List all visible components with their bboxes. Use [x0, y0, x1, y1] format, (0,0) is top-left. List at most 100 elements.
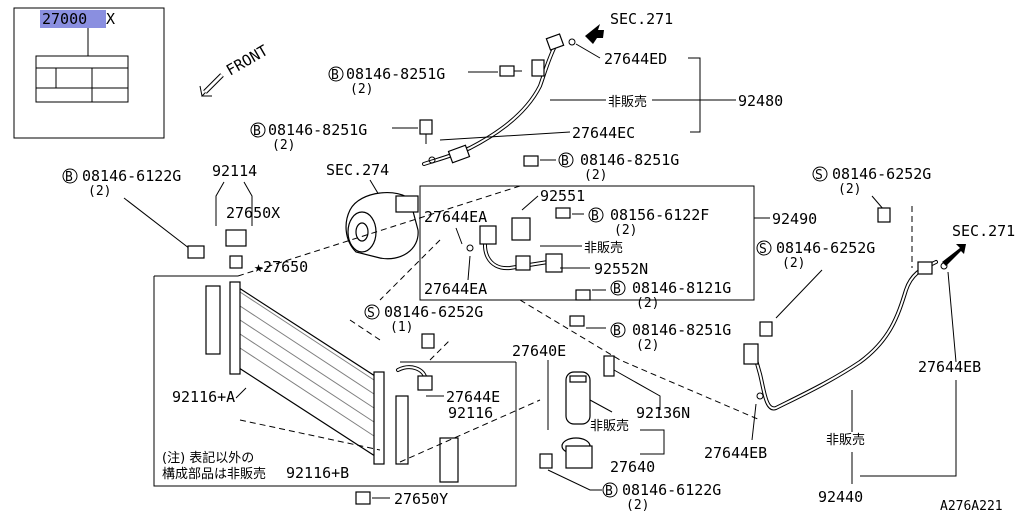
- low-pressure-pipe: [743, 260, 948, 411]
- svg-text:B: B: [561, 154, 569, 169]
- svg-text:(2): (2): [636, 338, 659, 353]
- svg-text:B: B: [605, 484, 613, 499]
- part-92116B: 92116+B: [286, 464, 349, 482]
- svg-text:(2): (2): [782, 256, 805, 271]
- bolt-b6: [569, 315, 585, 327]
- seal-92116B: [439, 437, 459, 483]
- svg-text:B: B: [253, 124, 261, 139]
- s-mark-icon: [812, 166, 828, 182]
- bolt-s3: [759, 321, 773, 337]
- callout-bolt-b4: B 08156-6122F (2): [588, 206, 709, 238]
- label-plate: [35, 55, 129, 103]
- svg-text:S: S: [759, 242, 767, 257]
- s-mark-icon: [364, 304, 380, 320]
- sec271-top-ref: SEC.271: [585, 10, 673, 44]
- svg-text:(2): (2): [838, 182, 861, 197]
- b-mark-icon: [602, 482, 618, 498]
- part-92552N: 92552N: [594, 260, 648, 278]
- bolt-b3: [523, 155, 539, 167]
- part-27644E: 27644E: [446, 388, 500, 406]
- svg-text:08146-8251G: 08146-8251G: [346, 65, 445, 83]
- callout-bolt-b3: B 08146-8251G (2): [558, 151, 679, 183]
- callout-bolt-s1: S 08146-6252G (1): [364, 303, 483, 335]
- svg-text:(2): (2): [614, 223, 637, 238]
- cap-27650X: [229, 255, 243, 269]
- not-sold-label: 非販売: [584, 240, 623, 256]
- svg-text:08146-8251G: 08146-8251G: [268, 121, 367, 139]
- sec274-ref: SEC.274: [326, 161, 389, 179]
- svg-text:(2): (2): [272, 138, 295, 153]
- svg-text:08146-6122G: 08146-6122G: [622, 481, 721, 499]
- bolt-s2: [877, 207, 891, 223]
- callout-bolt-b7: B 08146-6122G (2): [602, 481, 721, 511]
- front-indicator: FRONT: [199, 41, 271, 98]
- sec271-right-ref: SEC.271: [942, 222, 1015, 266]
- part-27644EA-1: 27644EA: [424, 208, 487, 226]
- pressure-switch: [603, 355, 615, 377]
- callout-bolt-s2: S 08146-6252G (2): [812, 165, 931, 197]
- svg-text:08146-8121G: 08146-8121G: [632, 279, 731, 297]
- callout-bolt-s3: S 08146-6252G (2): [756, 239, 875, 271]
- svg-text:08146-8251G: 08146-8251G: [580, 151, 679, 169]
- svg-text:08146-6252G: 08146-6252G: [384, 303, 483, 321]
- svg-text:SEC.271: SEC.271: [952, 222, 1015, 240]
- figure-id: A276A221: [940, 499, 1003, 511]
- note-line2: 構成部品は非販売: [162, 466, 266, 482]
- condenser: [229, 281, 385, 465]
- svg-text:(2): (2): [350, 82, 373, 97]
- part-27644EB-2: 27644EB: [704, 444, 767, 462]
- b-mark-icon: [250, 122, 266, 138]
- part-27640: 27640: [610, 458, 655, 476]
- callout-bolt-b1: B 08146-8251G (2): [328, 65, 445, 97]
- svg-text:B: B: [591, 209, 599, 224]
- part-92490: 92490: [772, 210, 817, 228]
- bolt-upper-2: [419, 119, 433, 144]
- note-line1: (注) 表記以外の: [162, 450, 254, 466]
- svg-text:08146-6252G: 08146-6252G: [776, 239, 875, 257]
- part-27650: ★27650: [254, 258, 308, 276]
- part-92136N: 92136N: [636, 404, 690, 422]
- receiver-dryer: [565, 371, 591, 425]
- b-mark-icon: [62, 168, 78, 184]
- cap-27650Y: [355, 491, 371, 505]
- seal-92116A: [205, 285, 221, 355]
- svg-text:(2): (2): [626, 498, 649, 511]
- svg-text:SEC.271: SEC.271: [610, 10, 673, 28]
- part-92116A: 92116+A: [172, 388, 235, 406]
- bolt-b8: [187, 245, 205, 259]
- front-label: FRONT: [223, 41, 271, 79]
- callout-bolt-b6: B 08146-8251G (2): [610, 321, 731, 353]
- svg-text:B: B: [613, 282, 621, 297]
- svg-text:B: B: [65, 170, 73, 185]
- bolt-b5: [575, 289, 591, 301]
- not-sold-label: 非販売: [826, 432, 865, 448]
- svg-text:S: S: [367, 306, 375, 321]
- callout-bolt-b2: B 08146-8251G (2): [250, 121, 367, 153]
- part-27650X: 27650X: [226, 204, 280, 222]
- part-92551: 92551: [540, 187, 585, 205]
- svg-text:B: B: [613, 324, 621, 339]
- bolt-b4: [555, 207, 571, 219]
- o-ring-icon: [466, 244, 474, 252]
- bolt-b7: [539, 453, 553, 469]
- o-ring-icon: [568, 38, 576, 46]
- part-27644EC: 27644EC: [572, 124, 635, 142]
- part-27644ED: 27644ED: [604, 50, 667, 68]
- part-92480: 92480: [738, 92, 783, 110]
- svg-text:(2): (2): [88, 184, 111, 199]
- part-27644EB-1: 27644EB: [918, 358, 981, 376]
- o-ring-icon: [428, 156, 436, 164]
- inner-pipe: [466, 217, 563, 273]
- not-sold-label: 非販売: [590, 418, 629, 434]
- svg-text:(2): (2): [584, 168, 607, 183]
- not-sold-label: 非販売: [608, 94, 647, 110]
- condenser-frame: [153, 276, 517, 487]
- compressor: [345, 192, 419, 260]
- inset-part-highlight: [40, 10, 106, 28]
- bolt-upper-1: [499, 65, 522, 77]
- seal-92116: [395, 395, 409, 465]
- o-ring-icon: [940, 262, 948, 270]
- bracket-92114: [225, 229, 247, 247]
